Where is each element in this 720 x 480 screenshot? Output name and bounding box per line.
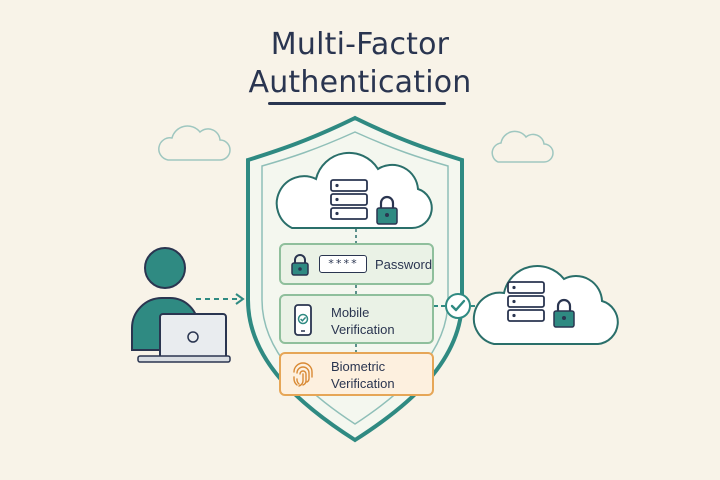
padlock-icon — [376, 195, 398, 225]
decorative-cloud-left — [158, 125, 231, 161]
password-field: **** — [319, 255, 367, 273]
checkmark-icon — [445, 293, 471, 319]
factor-biometric-label-line-1: Biometric — [331, 359, 386, 374]
smartphone-check-icon — [294, 304, 312, 336]
factor-biometric-label: Biometric Verification — [331, 358, 395, 392]
arrow-user-to-shield — [196, 293, 245, 305]
factor-mobile-label-line-2: Verification — [331, 322, 395, 337]
title-line-2: Authentication — [248, 65, 472, 100]
padlock-icon — [291, 254, 309, 276]
user-at-laptop-icon — [131, 247, 231, 363]
factor-password: **** Password — [279, 243, 434, 285]
factor-mobile-label-line-1: Mobile — [331, 305, 370, 320]
factor-mobile: Mobile Verification — [279, 294, 434, 344]
cloud-server-locked-icon — [275, 151, 433, 229]
factor-biometric-label-line-2: Verification — [331, 376, 395, 391]
factor-mobile-label: Mobile Verification — [331, 304, 395, 338]
title-line-1: Multi-Factor — [270, 27, 450, 62]
decorative-cloud-right — [491, 130, 554, 163]
destination-cloud-server-icon — [472, 265, 619, 345]
factor-biometric: Biometric Verification — [279, 352, 434, 396]
title-underline — [268, 102, 446, 105]
padlock-icon — [553, 298, 575, 328]
factor-password-label: Password — [375, 257, 433, 272]
page-title: Multi-Factor Authentication — [0, 26, 720, 102]
fingerprint-icon — [293, 362, 313, 387]
